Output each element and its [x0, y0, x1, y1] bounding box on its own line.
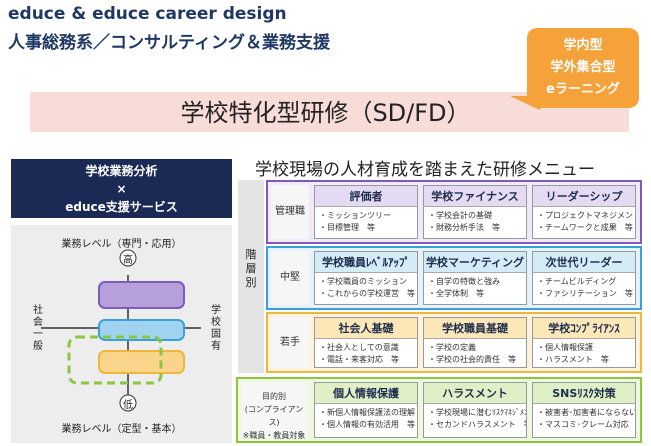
row-junior: 若手 社会人基礎 ・社会人としての意識・電話・来客対応 等 学校職員基礎 ・学校… [266, 312, 642, 373]
cell-line: ・ミッションツリー [319, 211, 391, 220]
menu-subtitle: 学校現場の人材育成を踏まえた研修メニュー [255, 160, 595, 180]
menu-cell: 学校マーケティング ・自学の特徴と強み・全学体制 等 [423, 251, 527, 305]
cell-line: ・目標管理 等 [319, 223, 375, 232]
low-circle [119, 394, 137, 412]
cell-line: ・学校職員のミッション [319, 277, 407, 286]
cell-line: ・学校会計の基礎 [428, 211, 492, 220]
menu-cell: 学校ｺﾝﾌﾟﾗｲｱﾝｽ ・個人情報保護・ハラスメント 等 [532, 317, 636, 368]
management-level-bar [98, 281, 185, 309]
cell-line: ・チームワークと成果 等 [537, 223, 633, 232]
category-heading: 人事総務系／コンサルティング＆業務支援 [8, 33, 330, 53]
cell-line: ・電話・来客対応 等 [319, 355, 399, 364]
menu-cell: 次世代リーダー ・チームビルディング・ファシリテーション 等 [532, 251, 636, 305]
company-name: educe & educe career design [8, 4, 287, 24]
cell-title: 学校マーケティング [424, 252, 526, 273]
menu-cell: 評価者 ・ミッションツリー・目標管理 等 [314, 185, 418, 239]
analysis-header-box: 学校業務分析 × educe支援サービス [11, 159, 232, 218]
cell-line: ・全学体制 等 [428, 289, 484, 298]
cell-line: ・個人情報の有効活用 等 [319, 420, 415, 429]
row-purpose-based: 目的別 (コンプライアンス) ※職員・教員対象 個人情報保護 ・新個人情報保護法… [236, 377, 642, 443]
cell-line: ・これからの学校運営 等 [319, 289, 415, 298]
cell-title: 社会人基礎 [315, 318, 417, 339]
hierarchy-label-text: 階層別 [245, 248, 257, 289]
cell-line: ・新個人情報保護法の理解 [319, 408, 415, 417]
cell-title: 学校ｺﾝﾌﾟﾗｲｱﾝｽ [533, 318, 635, 339]
cell-line: ・チームビルディング [537, 277, 617, 286]
row-management: 管理職 評価者 ・ミッションツリー・目標管理 等 学校ファイナンス ・学校会計の… [266, 180, 642, 244]
badge-item-elearning: eラーニング [546, 82, 620, 97]
cell-title: 学校職員ﾚﾍﾞﾙｱｯﾌﾟ [315, 252, 417, 273]
cell-line: ・財務分析手法 等 [428, 223, 500, 232]
menu-cell: 社会人基礎 ・社会人としての意識・電話・来客対応 等 [314, 317, 418, 368]
analysis-header-line1: 学校業務分析 [85, 164, 158, 178]
row-label: 中堅 [271, 251, 309, 305]
hierarchy-sidebar [238, 180, 264, 373]
analysis-header-line3: educe支援サービス [65, 200, 178, 214]
level-matrix-diagram [41, 249, 201, 412]
menu-cell: SNSﾘｽｸ対策 ・被害者･加害者にならない為に・マスコミ･クレーム対応 等 [532, 382, 636, 438]
menu-cell: リーダーシップ ・プロジェクトマネジメント・チームワークと成果 等 [532, 185, 636, 239]
cell-title: 個人情報保護 [315, 383, 417, 404]
mid-level-bar [98, 319, 185, 341]
delivery-format-badge: 学内型 学外集合型 eラーニング [527, 28, 639, 108]
low-label: 低 [123, 400, 133, 411]
cell-title: SNSﾘｽｸ対策 [533, 383, 635, 404]
badge-item-external: 学外集合型 [550, 60, 616, 75]
right-axis-label: 学校固有 [211, 305, 221, 352]
cell-title: リーダーシップ [533, 186, 635, 207]
cell-title: 次世代リーダー [533, 252, 635, 273]
cell-title: 学校ファイナンス [424, 186, 526, 207]
left-axis-label: 社会一般 [33, 305, 43, 352]
cell-line: ・学校の定義 [428, 343, 476, 352]
cell-line: ・学校現場に潜むﾘｽｸﾏﾈｼﾞﾒﾝﾄ [428, 408, 526, 417]
badge-item-in-school: 学内型 [563, 38, 603, 53]
cell-line: ・学校の社会的責任 等 [428, 355, 516, 364]
menu-cell: 学校職員基礎 ・学校の定義・学校の社会的責任 等 [423, 317, 527, 368]
cell-line: ・自学の特徴と強み [428, 277, 500, 286]
cell-title: ハラスメント [424, 383, 526, 404]
row-mid-level: 中堅 学校職員ﾚﾍﾞﾙｱｯﾌﾟ ・学校職員のミッション・これからの学校運営 等 … [266, 246, 642, 310]
cell-title: 学校職員基礎 [424, 318, 526, 339]
cell-line: ・社会人としての意識 [319, 343, 399, 352]
cell-line: ・セカンドハラスメント 等 [428, 420, 526, 429]
page-title: 学校特化型研修（SD/FD） [180, 99, 471, 127]
cell-line: ・個人情報保護 [537, 343, 593, 352]
row-label: 管理職 [271, 185, 309, 239]
cell-line: ・被害者･加害者にならない為に [537, 408, 635, 417]
bottom-axis-label: 業務レベル（定型・基本） [61, 424, 182, 435]
top-axis-label: 業務レベル（専門・応用） [61, 239, 182, 250]
high-label: 高 [123, 255, 133, 266]
analysis-header-line2: × [116, 182, 127, 196]
menu-cell: 学校職員ﾚﾍﾞﾙｱｯﾌﾟ ・学校職員のミッション・これからの学校運営 等 [314, 251, 418, 305]
high-circle [119, 249, 137, 267]
cell-line: ・マスコミ･クレーム対応 等 [537, 420, 635, 429]
row-label: 目的別 (コンプライアンス) ※職員・教員対象 [241, 382, 307, 440]
cell-line: ・ハラスメント 等 [537, 355, 609, 364]
menu-cell: 学校ファイナンス ・学校会計の基礎・財務分析手法 等 [423, 185, 527, 239]
row-label: 若手 [271, 317, 309, 368]
cell-line: ・プロジェクトマネジメント [537, 211, 635, 220]
purpose-based-area [67, 335, 163, 385]
menu-cell: ハラスメント ・学校現場に潜むﾘｽｸﾏﾈｼﾞﾒﾝﾄ ・セカンドハラスメント 等 [423, 382, 527, 438]
menu-cell: 個人情報保護 ・新個人情報保護法の理解・個人情報の有効活用 等 [314, 382, 418, 438]
hierarchy-label: 階層別 [238, 248, 264, 290]
cell-line: ・ファシリテーション 等 [537, 289, 633, 298]
junior-level-bar [98, 350, 185, 374]
cell-title: 評価者 [315, 186, 417, 207]
